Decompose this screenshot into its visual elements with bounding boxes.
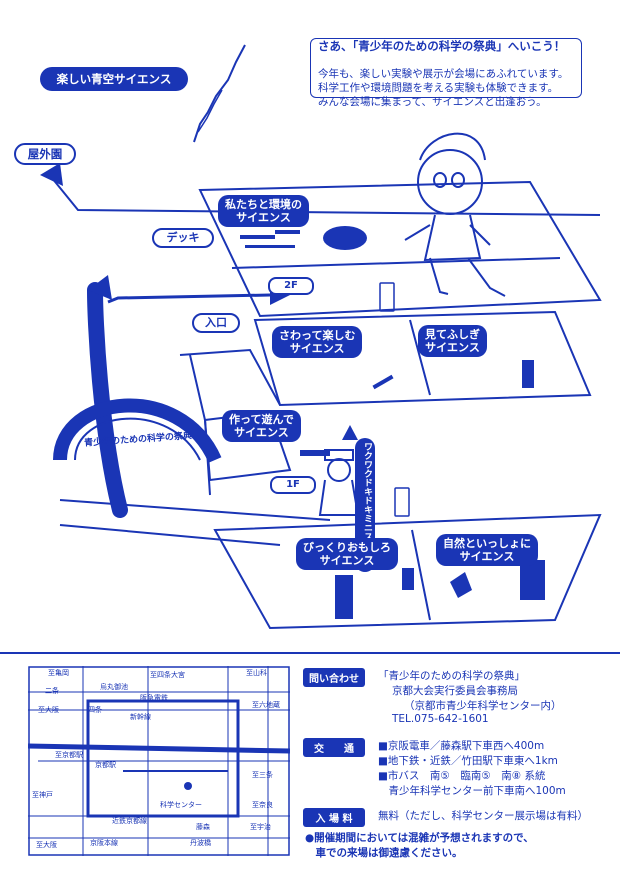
zone-make-line2: サイエンス xyxy=(234,426,289,439)
zone-nature-line1: 自然といっしょに xyxy=(443,537,531,550)
outdoor-label: 屋外園 xyxy=(14,143,76,165)
contact-line: （京都市青少年科学センター内） xyxy=(404,700,562,712)
zone-look: 見てふしぎ サイエンス xyxy=(418,325,487,357)
venue-illustration xyxy=(40,44,602,630)
map-label: 近鉄京都線 xyxy=(112,817,147,825)
zone-look-line2: サイエンス xyxy=(425,341,480,354)
section-divider xyxy=(0,652,620,654)
map-label: 至四条大宮 xyxy=(150,671,185,679)
map-label: 二条 xyxy=(45,687,59,695)
map-label: 新幹線 xyxy=(130,713,151,721)
notice-line: ●開催期間においては混雑が予想されますので、 xyxy=(305,832,534,844)
transport-label: 交 通 xyxy=(303,738,365,757)
contact-line: TEL.075-642-1601 xyxy=(392,713,489,725)
map-label: 四条 xyxy=(88,706,102,714)
map-label: 至奈良 xyxy=(252,801,273,809)
fee-text: 無料（ただし、科学センター展示場は有料） xyxy=(378,810,588,822)
intro-line: みんな会場に集まって、サイエンスと出逢おう。 xyxy=(318,96,547,108)
map-label: 科学センター xyxy=(160,801,202,809)
zone-nature-line2: サイエンス xyxy=(459,550,515,563)
map-label: 至三条 xyxy=(252,771,273,779)
map-label: 至山科 xyxy=(246,669,267,677)
notice-line: 車での来場は御遠慮ください。 xyxy=(305,847,463,859)
floor-1f-label: 1F xyxy=(270,476,316,494)
zone-make-line1: 作って遊んで xyxy=(229,413,294,426)
map-label: 京都駅 xyxy=(95,761,116,769)
zone-environment: 私たちと環境の サイエンス xyxy=(218,195,309,227)
zone-environment-line1: 私たちと環境の xyxy=(225,198,302,211)
intro-line: 今年も、楽しい実験や展示が会場にあふれています。 xyxy=(318,68,569,80)
intro-box xyxy=(310,38,582,98)
floor-2f-label: 2F xyxy=(268,277,314,295)
zone-touch: さわって楽しむ サイエンス xyxy=(272,326,363,358)
transport-line: ■京阪電車／藤森駅下車西へ400m xyxy=(378,740,545,752)
map-label: 丹波橋 xyxy=(190,839,211,847)
zone-nature: 自然といっしょに サイエンス xyxy=(436,534,538,566)
map-label: 烏丸御池 xyxy=(100,683,128,691)
map-label: 至亀岡 xyxy=(48,669,69,677)
entrance-label: 入口 xyxy=(192,313,240,333)
zone-look-line1: 見てふしぎ xyxy=(425,328,480,341)
sky-science-label: 楽しい青空サイエンス xyxy=(40,67,188,91)
map-label: 京阪本線 xyxy=(90,839,118,847)
zone-environment-line2: サイエンス xyxy=(236,211,291,224)
zone-surprise: びっくりおもしろ サイエンス xyxy=(296,538,398,570)
map-label: 藤森 xyxy=(196,823,210,831)
zone-make: 作って遊んで サイエンス xyxy=(222,410,301,442)
transport-line: ■地下鉄・近鉄／竹田駅下車東へ1km xyxy=(378,755,558,767)
deck-label: デッキ xyxy=(152,228,214,248)
zone-surprise-line1: びっくりおもしろ xyxy=(303,541,391,554)
map-label: 至宇治 xyxy=(250,823,271,831)
intro-title: さあ、「青少年のための科学の祭典」へいこう！ xyxy=(318,39,566,53)
map-label: 至京都駅 xyxy=(55,751,83,759)
zone-touch-line2: サイエンス xyxy=(289,342,345,355)
contact-line: 「青少年のための科学の祭典」 xyxy=(378,670,525,682)
access-map xyxy=(28,666,290,856)
map-label: 至大阪 xyxy=(38,706,59,714)
map-label: 至六地蔵 xyxy=(252,701,280,709)
zone-touch-line1: さわって楽しむ xyxy=(279,329,356,342)
fee-label: 入 場 料 xyxy=(303,808,365,827)
contact-line: 京都大会実行委員会事務局 xyxy=(392,685,518,697)
map-label: 至神戸 xyxy=(32,791,53,799)
contact-label: 問い合わせ xyxy=(303,668,365,687)
zone-surprise-line2: サイエンス xyxy=(319,554,375,567)
intro-line: 科学工作や環境問題を考える実験も体験できます。 xyxy=(318,82,559,94)
transport-line: 青少年科学センター前下車南へ100m xyxy=(378,785,566,797)
map-label: 阪急電鉄 xyxy=(140,694,168,702)
map-label: 至大阪 xyxy=(36,841,57,849)
transport-line: ■市バス 南⑤ 臨南⑤ 南⑧ 系統 xyxy=(378,770,546,782)
